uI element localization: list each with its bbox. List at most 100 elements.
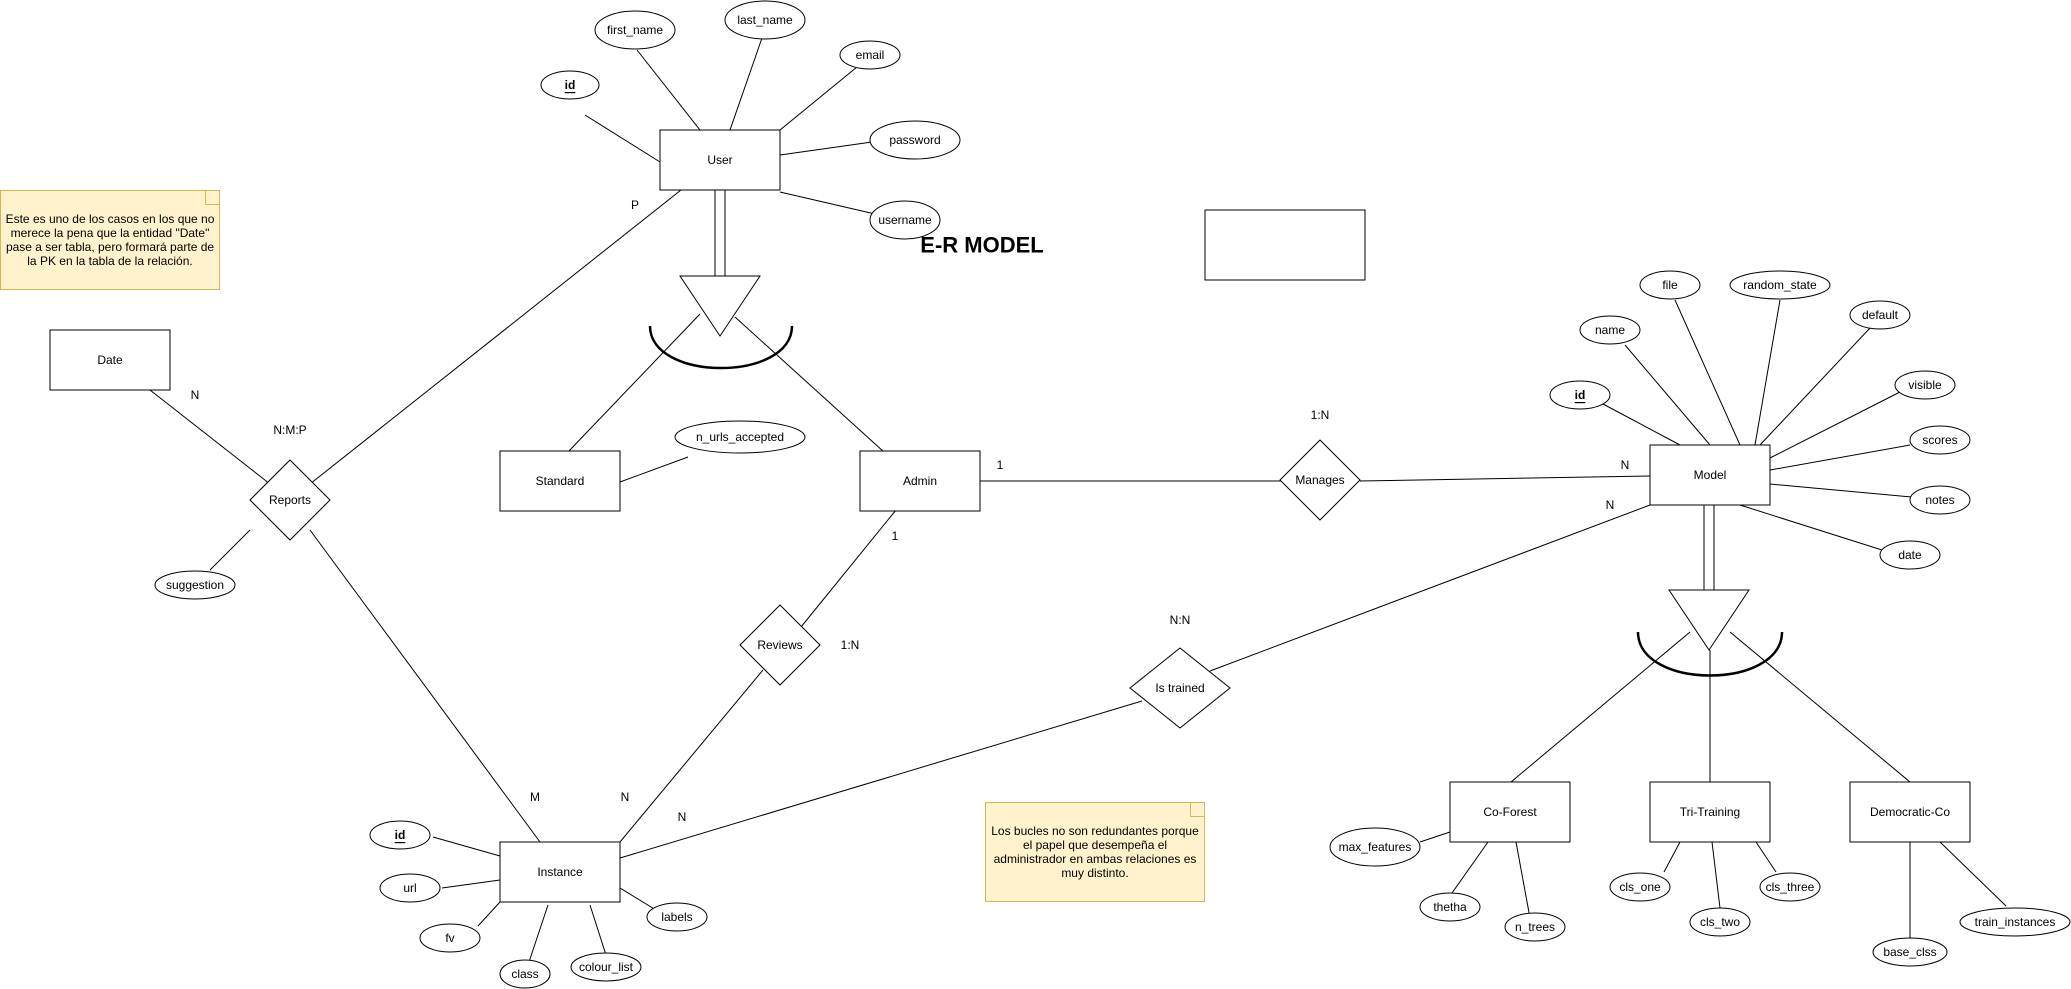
label-attr-notes: notes bbox=[1925, 493, 1954, 507]
labels: E-R MODEL User Standard Admin Date Insta… bbox=[97, 13, 2055, 981]
attr-n-trees[interactable] bbox=[1504, 912, 1566, 942]
attr-cls-three[interactable] bbox=[1759, 872, 1821, 902]
label-attr-class: class bbox=[511, 967, 538, 981]
attr-cls-two[interactable] bbox=[1689, 907, 1751, 937]
edge-tri-training-cls-three bbox=[1755, 841, 1777, 873]
label-attr-n-urls-accepted: n_urls_accepted bbox=[696, 430, 784, 444]
attr-max-features[interactable] bbox=[1329, 827, 1421, 867]
label-attr-labels: labels bbox=[661, 910, 692, 924]
edge-isa-democratic-co bbox=[1729, 631, 1911, 783]
attr-cls-one[interactable] bbox=[1609, 872, 1671, 902]
label-attr-fv: fv bbox=[445, 931, 454, 945]
label-entity-date: Date bbox=[97, 353, 123, 367]
attr-base-clss[interactable] bbox=[1872, 937, 1948, 967]
card-admin-manages: 1 bbox=[997, 458, 1004, 472]
attr-thetha[interactable] bbox=[1419, 892, 1481, 922]
title-box bbox=[1204, 209, 1366, 281]
label-entity-democratic-co: Democratic-Co bbox=[1870, 805, 1950, 819]
attr-visible[interactable] bbox=[1894, 370, 1956, 400]
edge-tri-training-cls-two bbox=[1711, 841, 1721, 909]
entity-model[interactable] bbox=[1649, 444, 1771, 506]
attr-class[interactable] bbox=[499, 959, 551, 989]
label-attr-scores: scores bbox=[1922, 433, 1957, 447]
attr-train-instances[interactable] bbox=[1959, 907, 2071, 937]
entity-co-forest[interactable] bbox=[1449, 781, 1571, 843]
attr-user-id[interactable] bbox=[540, 70, 600, 100]
edge-co-forest-thetha bbox=[1451, 841, 1489, 894]
card-manages-ratio: 1:N bbox=[1311, 408, 1330, 422]
edge-user-username bbox=[779, 191, 876, 215]
edge-user-last-name bbox=[729, 37, 763, 131]
attr-notes[interactable] bbox=[1909, 485, 1971, 515]
entity-tri-training[interactable] bbox=[1649, 781, 1771, 843]
attr-random-state[interactable] bbox=[1729, 270, 1831, 300]
attr-fv[interactable] bbox=[419, 923, 481, 953]
edge-co-forest-n-trees bbox=[1515, 841, 1531, 919]
attr-default[interactable] bbox=[1849, 300, 1911, 330]
entity-admin[interactable] bbox=[859, 450, 981, 512]
attr-date[interactable] bbox=[1879, 540, 1941, 570]
attr-colour-list[interactable] bbox=[570, 952, 642, 982]
edge-isa-co-forest bbox=[1510, 631, 1691, 783]
label-entity-model: Model bbox=[1694, 468, 1727, 482]
edge-manages-model bbox=[1359, 475, 1651, 482]
card-date-reports: N bbox=[191, 388, 200, 402]
loops-note-fold bbox=[1190, 803, 1204, 817]
label-rel-reports: Reports bbox=[269, 493, 311, 507]
edge-user-reports bbox=[309, 189, 682, 485]
edge-democratic-co-train-instances bbox=[1939, 841, 2007, 907]
attr-file[interactable] bbox=[1639, 270, 1701, 300]
card-user-reports: P bbox=[631, 198, 639, 212]
attr-scores[interactable] bbox=[1909, 425, 1971, 455]
attr-instance-id[interactable] bbox=[369, 820, 431, 850]
loops-note-text: Los bucles no son redundantes porque el … bbox=[991, 824, 1199, 880]
attr-last-name[interactable] bbox=[724, 0, 806, 40]
label-attr-base-clss: base_clss bbox=[1883, 945, 1936, 959]
attr-first-name[interactable] bbox=[594, 10, 676, 50]
isa-shapes bbox=[648, 275, 1784, 677]
attr-email[interactable] bbox=[839, 40, 901, 70]
label-rel-manages: Manages bbox=[1295, 473, 1344, 487]
card-is-trained-ratio: N:N bbox=[1170, 613, 1191, 627]
edge-model-id bbox=[1602, 403, 1681, 446]
edge-co-forest-max-features bbox=[1419, 831, 1451, 843]
attr-url[interactable] bbox=[379, 873, 441, 903]
edge-instance-url bbox=[441, 879, 501, 889]
label-entity-co-forest: Co-Forest bbox=[1483, 805, 1537, 819]
label-attr-url: url bbox=[403, 881, 416, 895]
edge-isa-admin bbox=[734, 316, 885, 453]
entity-user[interactable] bbox=[659, 129, 781, 191]
edge-instance-colour-list bbox=[589, 904, 607, 956]
label-rel-is-trained: Is trained bbox=[1155, 681, 1204, 695]
relationship-reviews[interactable] bbox=[739, 604, 821, 686]
attr-model-id[interactable] bbox=[1549, 380, 1611, 410]
entity-democratic-co[interactable] bbox=[1849, 781, 1971, 843]
attr-n-urls-accepted[interactable] bbox=[674, 420, 806, 454]
relationship-manages[interactable] bbox=[1279, 439, 1361, 521]
attr-name[interactable] bbox=[1579, 315, 1641, 345]
relationship-reports[interactable] bbox=[249, 459, 331, 541]
edge-user-email bbox=[779, 66, 858, 131]
user-isa-arc bbox=[648, 325, 794, 370]
label-attr-thetha: thetha bbox=[1433, 900, 1467, 914]
attr-suggestion[interactable] bbox=[154, 570, 236, 600]
edge-model-is-trained bbox=[1209, 504, 1651, 672]
edge-user-first-name bbox=[636, 49, 701, 131]
attr-password[interactable] bbox=[869, 120, 961, 160]
label-entity-instance: Instance bbox=[537, 865, 583, 879]
card-instance-is-trained: N bbox=[678, 810, 687, 824]
label-attr-n-trees: n_trees bbox=[1515, 920, 1555, 934]
label-attr-first-name: first_name bbox=[607, 23, 663, 37]
relationship-is-trained[interactable] bbox=[1129, 647, 1231, 729]
entity-instance[interactable] bbox=[499, 841, 621, 903]
entity-date[interactable] bbox=[49, 329, 171, 391]
attr-username[interactable] bbox=[869, 200, 941, 240]
edge-standard-n-urls bbox=[619, 456, 689, 483]
date-note-fold bbox=[205, 191, 219, 205]
label-attr-cls-two: cls_two bbox=[1700, 915, 1740, 929]
entity-standard[interactable] bbox=[499, 450, 621, 512]
user-isa-triangle bbox=[679, 275, 761, 337]
edge-model-scores bbox=[1769, 444, 1911, 471]
card-model-manages: N bbox=[1621, 458, 1630, 472]
attr-labels[interactable] bbox=[646, 902, 708, 932]
